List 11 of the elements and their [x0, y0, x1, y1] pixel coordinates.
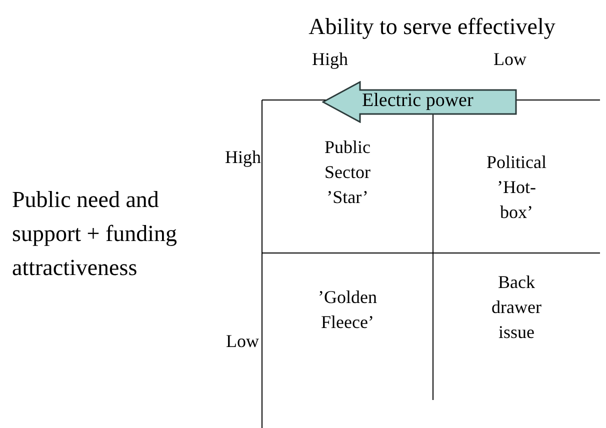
- quadrant-text: Back drawer issue: [433, 270, 600, 345]
- axis-title: Public need and support + funding attractiveness: [12, 186, 178, 282]
- axis-level-label: Low: [225, 330, 259, 352]
- quadrant-text: Public Sector ’Star’: [262, 135, 433, 210]
- axis-level-label: High: [224, 146, 261, 168]
- quadrant-text: ’Golden Fleece’: [262, 285, 433, 335]
- quadrant-text: Political ’Hot-box’: [433, 150, 600, 225]
- arrow-label: Electric power: [362, 89, 474, 113]
- axis-level-label: Low: [492, 48, 528, 70]
- axis-title: Ability to serve effectively: [308, 16, 556, 38]
- axis-level-label: High: [311, 48, 349, 70]
